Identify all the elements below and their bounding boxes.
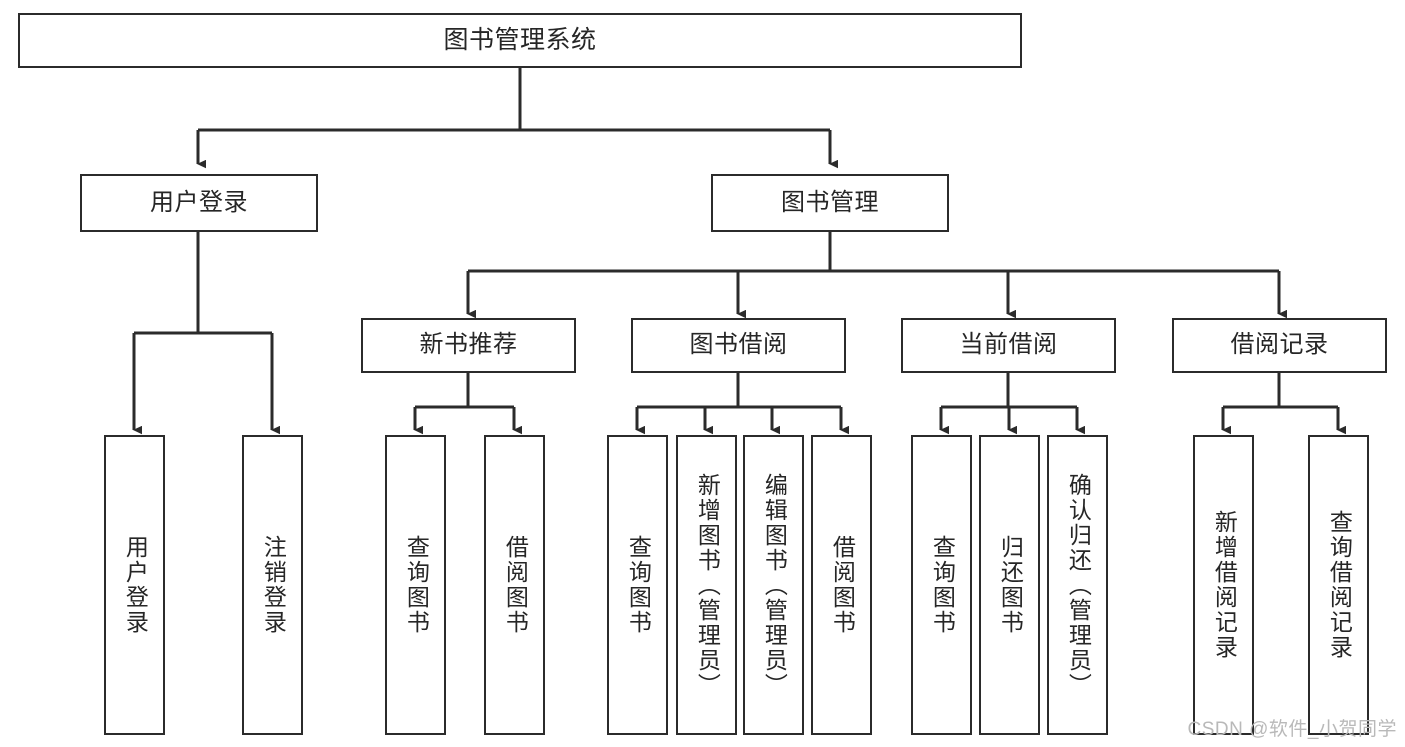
node-leaf-query-book-recommend[interactable]: 查询图书 [385,435,446,735]
node-user-login[interactable]: 用户登录 [80,174,318,232]
node-label: 用户登录 [122,535,149,635]
node-label: 查询图书 [403,535,430,635]
node-label: 图书管理 [781,188,879,216]
watermark-text: CSDN @软件_小贺同学 [1187,719,1397,740]
node-leaf-query-book-current[interactable]: 查询图书 [911,435,972,735]
node-label: 注销登录 [260,535,287,635]
node-label: 查询图书 [625,535,652,635]
node-borrow-record[interactable]: 借阅记录 [1172,318,1387,373]
node-leaf-return-book[interactable]: 归还图书 [979,435,1040,735]
node-label: 编辑图书（管理员） [761,472,788,698]
node-label: 归还图书 [997,535,1024,635]
node-label: 新增图书（管理员） [694,472,721,698]
node-label: 图书借阅 [689,331,788,359]
node-leaf-edit-book[interactable]: 编辑图书（管理员） [743,435,804,735]
node-new-book-recommend[interactable]: 新书推荐 [361,318,576,373]
node-label: 借阅图书 [502,535,529,635]
node-label: 新增借阅记录 [1211,510,1238,660]
node-label: 当前借阅 [959,331,1058,359]
node-label: 图书管理系统 [443,25,597,54]
node-book-manage[interactable]: 图书管理 [711,174,949,232]
node-label: 借阅记录 [1230,331,1329,359]
node-leaf-logout-login[interactable]: 注销登录 [242,435,303,735]
node-leaf-borrow-book-recommend[interactable]: 借阅图书 [484,435,545,735]
node-label: 用户登录 [150,188,248,216]
node-leaf-add-book[interactable]: 新增图书（管理员） [676,435,737,735]
node-leaf-add-borrow-record[interactable]: 新增借阅记录 [1193,435,1254,735]
node-label: 查询借阅记录 [1326,510,1353,660]
node-label: 借阅图书 [829,535,856,635]
node-book-borrow[interactable]: 图书借阅 [631,318,846,373]
node-book-management-system[interactable]: 图书管理系统 [18,13,1022,68]
node-leaf-user-login[interactable]: 用户登录 [104,435,165,735]
node-label: 新书推荐 [419,331,518,359]
node-current-borrow[interactable]: 当前借阅 [901,318,1116,373]
node-leaf-confirm-return[interactable]: 确认归还（管理员） [1047,435,1108,735]
node-leaf-query-borrow-record[interactable]: 查询借阅记录 [1308,435,1369,735]
node-label: 确认归还（管理员） [1065,472,1092,698]
node-label: 查询图书 [929,535,956,635]
node-leaf-query-book-borrow[interactable]: 查询图书 [607,435,668,735]
node-leaf-borrow-book[interactable]: 借阅图书 [811,435,872,735]
